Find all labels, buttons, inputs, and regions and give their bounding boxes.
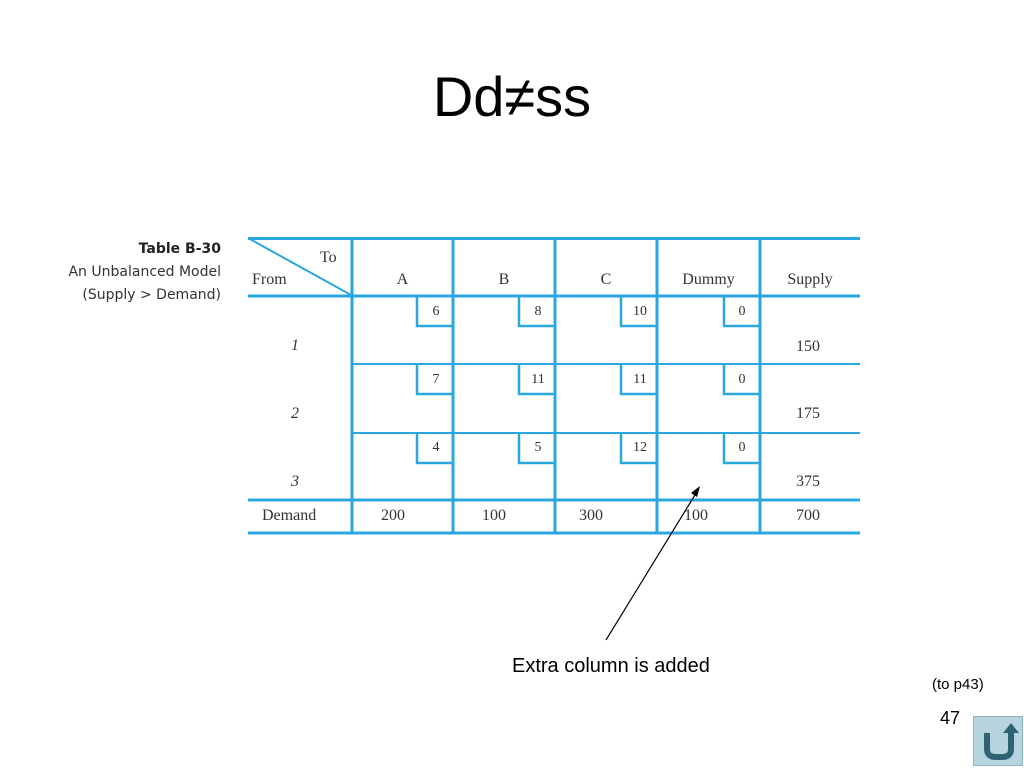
cost-3-c: 12 xyxy=(633,440,647,455)
column-header-c: C xyxy=(600,271,612,288)
caption-title: Table B-30 xyxy=(138,241,221,257)
cost-3-a: 4 xyxy=(432,440,440,455)
table-grid xyxy=(248,237,860,535)
return-u-turn-icon xyxy=(984,723,1019,760)
transportation-table: To From A B C Dummy Supply 1 6 8 10 0 15… xyxy=(248,237,860,535)
supply-3: 375 xyxy=(796,473,820,490)
caption-subtitle: An Unbalanced Model xyxy=(68,264,221,280)
slide-title: Dd≠ss xyxy=(432,65,592,128)
cost-1-a: 6 xyxy=(432,304,440,319)
cost-1-b: 8 xyxy=(534,304,542,319)
cost-2-b: 11 xyxy=(531,372,545,387)
row-label-1: 1 xyxy=(291,337,299,354)
supply-1: 150 xyxy=(796,338,820,355)
demand-c: 300 xyxy=(579,507,603,524)
table-caption: Table B-30 An Unbalanced Model (Supply >… xyxy=(68,238,221,307)
cost-2-a: 7 xyxy=(432,372,440,387)
slide-number: 47 xyxy=(940,708,961,728)
return-button[interactable] xyxy=(973,716,1023,766)
column-header-supply: Supply xyxy=(787,271,833,288)
demand-b: 100 xyxy=(482,507,506,524)
supply-2: 175 xyxy=(796,405,820,422)
demand-a: 200 xyxy=(381,507,405,524)
cost-1-dummy: 0 xyxy=(738,304,746,319)
page-reference-link[interactable]: (to p43) xyxy=(932,676,984,693)
demand-label: Demand xyxy=(262,507,317,524)
corner-to-label: To xyxy=(320,249,337,266)
column-header-a: A xyxy=(396,271,409,288)
cost-2-dummy: 0 xyxy=(738,372,746,387)
row-label-2: 2 xyxy=(291,405,299,422)
cost-2-c: 11 xyxy=(633,372,647,387)
cost-1-c: 10 xyxy=(633,304,647,319)
row-label-3: 3 xyxy=(291,473,299,490)
demand-dummy: 100 xyxy=(684,507,708,524)
cost-3-b: 5 xyxy=(534,440,542,455)
demand-total: 700 xyxy=(796,507,820,524)
cost-3-dummy: 0 xyxy=(738,440,746,455)
column-header-b: B xyxy=(498,271,510,288)
annotation-note: Extra column is added xyxy=(512,655,710,677)
corner-from-label: From xyxy=(252,271,287,288)
caption-condition: (Supply > Demand) xyxy=(82,287,221,303)
column-header-dummy: Dummy xyxy=(682,271,735,288)
